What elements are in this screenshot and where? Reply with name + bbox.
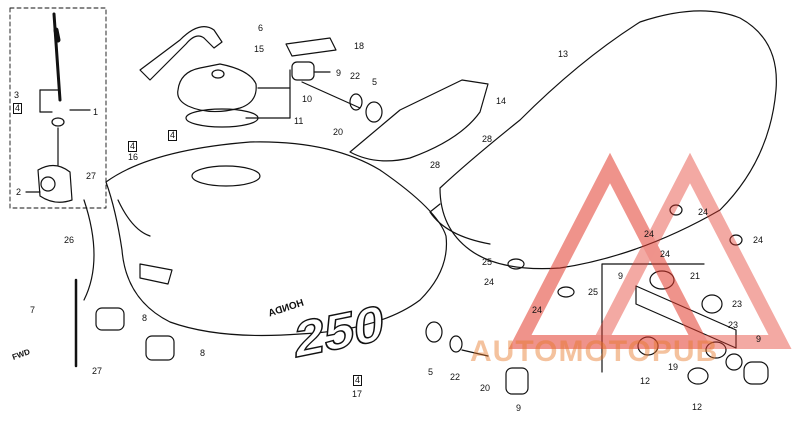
callout-13: 13 [558,49,569,59]
callout-4: 4 [168,130,178,141]
callout-4: 4 [13,103,23,114]
callout-21: 21 [690,271,701,281]
callout-26: 26 [64,235,75,245]
callout-27: 27 [92,366,103,376]
callout-16: 16 [128,152,139,162]
callout-24: 24 [660,249,671,259]
watermark-text: AUTOMOTOPUB [470,335,719,368]
callout-11: 11 [294,116,304,126]
callout-20: 20 [480,383,491,393]
callout-2: 2 [16,187,22,197]
callout-24: 24 [644,229,655,239]
callout-5: 5 [372,77,378,87]
filler-cap [177,63,291,128]
callout-3: 3 [14,90,20,100]
callout-22: 22 [450,372,461,382]
callout-7: 7 [30,305,36,315]
callout-8: 8 [200,348,206,358]
callout-5: 5 [428,367,434,377]
breather-hose [139,26,223,81]
callout-1: 1 [93,107,99,117]
callout-9: 9 [756,334,762,344]
fuel-tank [105,141,448,337]
callout-25: 25 [482,257,493,267]
callout-9: 9 [516,403,522,413]
tank-mount-rubbers [285,37,383,123]
callout-24: 24 [532,305,543,315]
watermark-logo [508,152,792,349]
callout-12: 12 [640,376,651,386]
fuel-cock-assembly [9,7,107,209]
callout-10: 10 [302,94,313,104]
callout-24: 24 [753,235,764,245]
seat [439,10,777,270]
callout-12: 12 [692,402,703,412]
callout-18: 18 [354,41,365,51]
callout-9: 9 [336,68,342,78]
callout-14: 14 [496,96,507,106]
callout-28: 28 [430,160,441,170]
callout-17: 17 [352,389,363,399]
callout-23: 23 [728,320,739,330]
callout-22: 22 [350,71,361,81]
side-cover [349,79,489,162]
callout-28: 28 [482,134,493,144]
callout-20: 20 [333,127,344,137]
callout-9: 9 [618,271,624,281]
callout-4: 4 [353,375,363,386]
callout-23: 23 [732,299,743,309]
callout-27: 27 [86,171,97,181]
callout-4: 4 [128,141,138,152]
callout-25: 25 [588,287,599,297]
callout-24: 24 [698,207,709,217]
callout-8: 8 [142,313,148,323]
callout-24: 24 [484,277,495,287]
callout-15: 15 [254,44,265,54]
callout-19: 19 [668,362,679,372]
callout-6: 6 [258,23,264,33]
